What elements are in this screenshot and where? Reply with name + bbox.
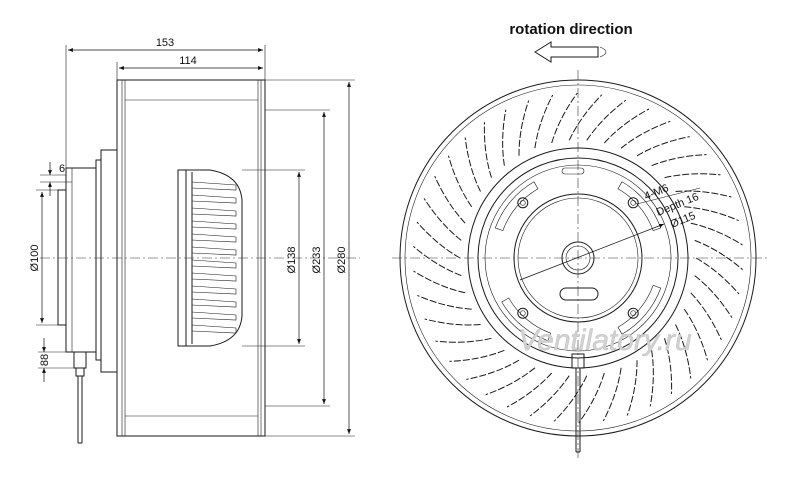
cable-gland xyxy=(73,351,87,444)
blade xyxy=(466,359,520,380)
blade xyxy=(413,270,466,294)
front-view: rotation direction xyxy=(392,21,768,460)
dim-d280: Ø280 xyxy=(265,79,355,437)
blade xyxy=(464,137,481,192)
mounting-holes xyxy=(517,197,639,319)
dim-88: 88 xyxy=(38,338,74,382)
dim-d233: Ø233 xyxy=(265,109,330,407)
blade xyxy=(636,136,690,157)
blade xyxy=(690,222,743,246)
rotation-direction-title: rotation direction xyxy=(509,21,632,38)
label-153: 153 xyxy=(156,37,174,49)
watermark: Ventilatory.ru xyxy=(518,324,692,357)
blade xyxy=(690,292,722,341)
blade xyxy=(553,375,588,422)
blade xyxy=(483,122,492,178)
label-d233: Ø233 xyxy=(311,247,323,274)
blade xyxy=(683,308,708,361)
label-114: 114 xyxy=(179,55,197,67)
blade xyxy=(568,94,603,141)
blade xyxy=(506,372,553,408)
blade xyxy=(694,275,733,318)
mounting-hole xyxy=(627,197,639,209)
blade xyxy=(534,94,554,149)
label-88: 88 xyxy=(39,354,51,366)
blade xyxy=(434,175,466,224)
label-d138: Ø138 xyxy=(286,247,298,274)
blade xyxy=(684,206,739,222)
blade xyxy=(502,109,507,166)
blade xyxy=(448,155,473,208)
blade xyxy=(417,294,472,310)
blade xyxy=(416,221,461,259)
blade xyxy=(435,337,492,343)
blade xyxy=(675,324,692,379)
dim-d138: Ø138 xyxy=(242,169,305,347)
mounting-hole xyxy=(517,197,529,209)
label-6: 6 xyxy=(59,163,65,175)
blade xyxy=(695,257,740,295)
blade xyxy=(664,338,673,394)
blade xyxy=(449,349,505,362)
dim-6: 6 xyxy=(40,162,72,196)
blade xyxy=(694,239,743,270)
label-d100: Ø100 xyxy=(29,245,41,272)
blade xyxy=(649,350,654,407)
cable-slot xyxy=(559,287,599,301)
mounting-flange xyxy=(57,149,118,373)
blade xyxy=(675,190,732,198)
rotation-arrow-icon xyxy=(534,41,599,63)
mounting-hole xyxy=(517,307,529,319)
dim-153: 153 xyxy=(65,37,266,168)
blade xyxy=(626,360,638,416)
blade xyxy=(578,372,605,424)
side-view: 153 114 6 Ø100 88 xyxy=(29,37,360,444)
blade xyxy=(423,198,462,241)
blade xyxy=(551,92,578,144)
impeller-blades xyxy=(413,92,743,424)
blade xyxy=(602,367,622,422)
blade xyxy=(664,173,721,179)
label-d280: Ø280 xyxy=(336,247,348,274)
dim-114: 114 xyxy=(116,55,263,80)
blade xyxy=(485,367,536,396)
blade xyxy=(413,246,462,277)
mounting-hole xyxy=(627,307,639,319)
blade xyxy=(518,100,530,156)
blade xyxy=(586,99,627,141)
blade xyxy=(529,375,570,417)
blade xyxy=(620,120,671,149)
blade xyxy=(603,108,650,144)
blade xyxy=(651,154,707,167)
dim-d100: Ø100 xyxy=(29,189,58,326)
blade xyxy=(424,318,481,326)
